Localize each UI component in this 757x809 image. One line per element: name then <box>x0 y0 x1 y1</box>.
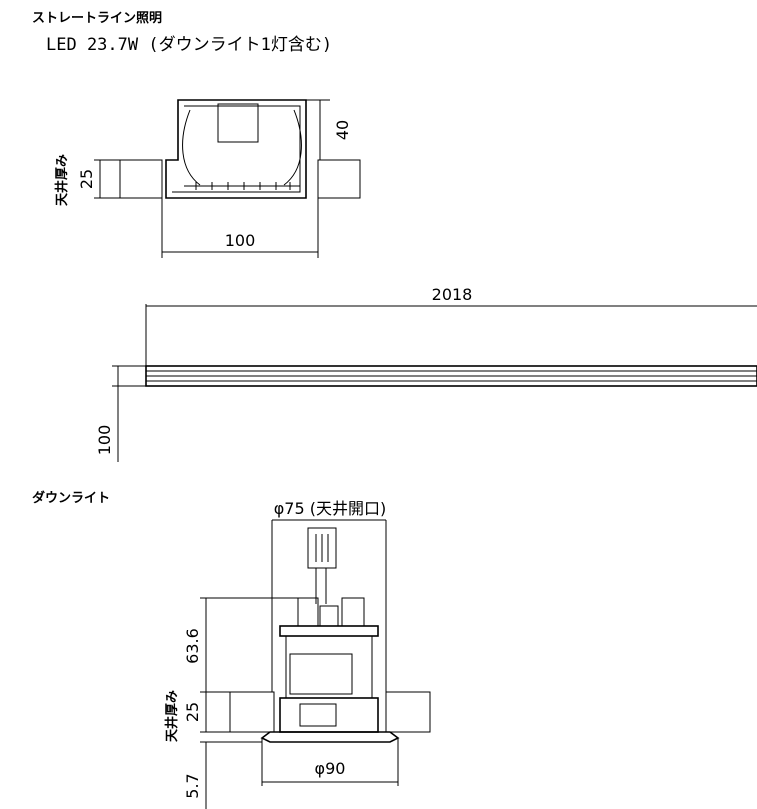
spec-label: LED 23.7W (ダウンライト1灯含む) <box>46 35 332 55</box>
cross-section-view: 40 25 天井厚み 100 <box>54 99 361 258</box>
dl-ceiling-hatch-right <box>385 691 431 733</box>
flange-dim: φ90 <box>315 759 346 778</box>
opening-dim: φ75 (天井開口) <box>274 499 387 518</box>
ceiling-hatch-right <box>317 159 361 199</box>
downlight-body <box>285 635 373 699</box>
length-dim: 2018 <box>432 285 473 304</box>
connector <box>307 527 337 569</box>
cross-ceiling-dim: 25 <box>77 169 96 189</box>
dl-height-dim: 63.6 <box>183 628 202 664</box>
downlight-view: φ75 (天井開口) 63.6 25 天井厚み <box>164 499 431 809</box>
cross-height-dim: 40 <box>333 120 352 140</box>
length-view: 2018 100 <box>95 285 757 462</box>
dl-ceiling-hatch-left <box>229 691 275 733</box>
fixture-body <box>165 99 307 199</box>
dl-ceiling-label: 天井厚み <box>164 690 180 742</box>
dl-bottom-dim: 5.7 <box>183 773 202 798</box>
cross-width-dim: 100 <box>225 231 256 250</box>
dl-ceiling-dim: 25 <box>183 702 202 722</box>
driver-block <box>217 103 259 143</box>
section-title-straight-line: ストレートライン照明 <box>32 11 162 26</box>
cross-ceiling-label: 天井厚み <box>54 154 70 206</box>
ceiling-hatch-left <box>119 159 163 199</box>
flange <box>260 731 400 743</box>
section-title-downlight: ダウンライト <box>32 490 110 506</box>
length-height-dim: 100 <box>95 425 114 456</box>
